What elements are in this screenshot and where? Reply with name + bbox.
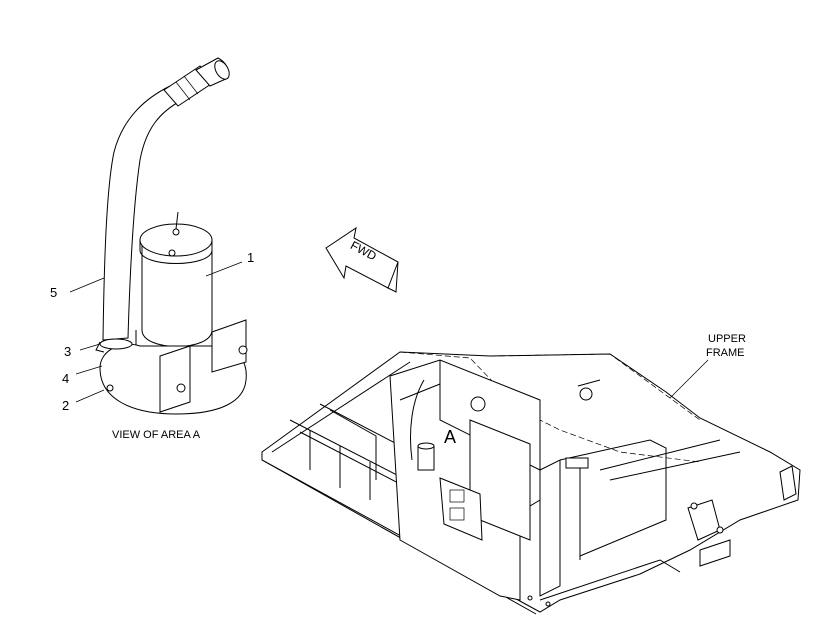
hose-assembly bbox=[102, 57, 230, 341]
forward-arrow-icon: FWD bbox=[325, 226, 399, 293]
callout-5: 5 bbox=[50, 285, 57, 300]
fuel-filter bbox=[95, 211, 248, 415]
upper-frame-label-line2: FRAME bbox=[706, 347, 745, 359]
callout-1: 1 bbox=[247, 250, 254, 265]
upper-frame bbox=[261, 351, 801, 615]
view-caption: VIEW OF AREA A bbox=[112, 429, 201, 441]
callout-lines bbox=[69, 261, 709, 403]
upper-frame-label-line1: UPPER bbox=[708, 333, 746, 345]
callout-3: 3 bbox=[64, 344, 71, 359]
area-a-label: A bbox=[444, 427, 456, 447]
callout-2: 2 bbox=[62, 398, 69, 413]
callout-4: 4 bbox=[62, 371, 69, 386]
